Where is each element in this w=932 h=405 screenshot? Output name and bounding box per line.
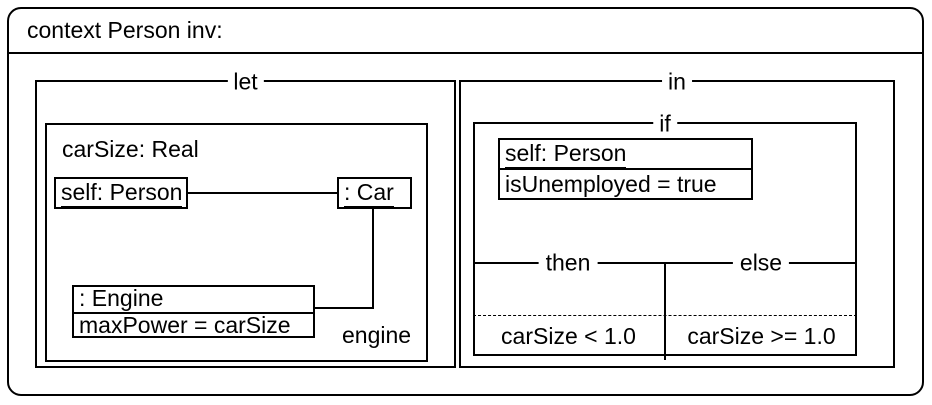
person-object: self: Person (54, 177, 188, 209)
engine-object: : Engine maxPower = carSize (72, 285, 315, 338)
car-engine-connector-vertical (372, 209, 374, 309)
condition-object: self: Person isUnemployed = true (498, 138, 753, 200)
condition-object-name: self: Person (505, 140, 627, 169)
context-title: context Person inv: (27, 17, 223, 43)
person-car-link (188, 192, 337, 194)
in-box: in (459, 69, 895, 368)
engine-object-name: : Engine (79, 285, 164, 314)
context-frame (7, 7, 924, 396)
engine-object-attributes: maxPower = carSize (74, 311, 313, 338)
car-object-name: : Car (344, 179, 394, 208)
declaration-box (45, 123, 428, 362)
in-label: in (662, 69, 692, 95)
then-else-vertical-split (664, 263, 666, 360)
car-engine-connector-horizontal (315, 307, 374, 309)
else-label: else (732, 250, 790, 276)
condition-object-attributes: isUnemployed = true (500, 170, 751, 198)
condition-object-header: self: Person (500, 140, 751, 170)
then-label: then (538, 250, 598, 276)
let-label: let (227, 69, 264, 95)
context-header-divider (7, 52, 924, 54)
else-expression: carSize >= 1.0 (687, 323, 836, 349)
let-box: let (35, 69, 456, 368)
engine-attribute: maxPower = carSize (79, 311, 291, 338)
engine-object-header: : Engine (74, 285, 313, 314)
if-label: if (653, 111, 677, 137)
result-dashed-divider (473, 315, 857, 316)
carsize-declaration: carSize: Real (62, 136, 199, 162)
car-object: : Car (337, 177, 412, 209)
condition-attribute: isUnemployed = true (505, 170, 717, 197)
person-object-name: self: Person (61, 179, 183, 208)
engine-link-label: engine (342, 322, 412, 348)
then-expression: carSize < 1.0 (501, 323, 636, 349)
